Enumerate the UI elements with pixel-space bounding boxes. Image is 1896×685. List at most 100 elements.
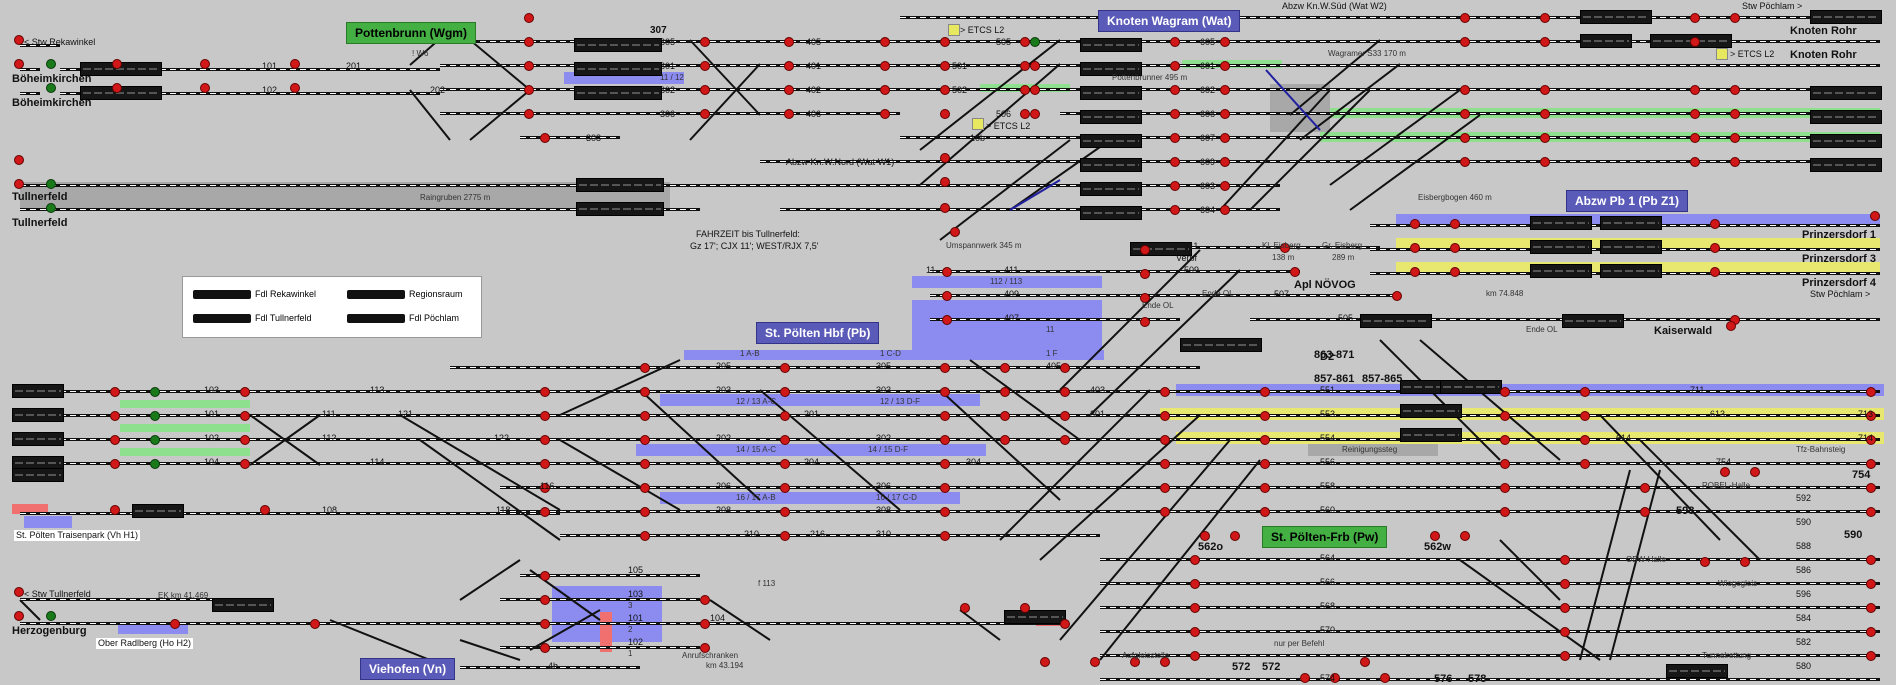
track-segment[interactable] — [1060, 136, 1880, 139]
signal-red[interactable] — [1380, 673, 1390, 683]
signal-red[interactable] — [540, 595, 550, 605]
signal-red[interactable] — [640, 531, 650, 541]
track-segment[interactable] — [1140, 270, 1300, 273]
signal-red[interactable] — [1690, 157, 1700, 167]
signal-red[interactable] — [540, 133, 550, 143]
signal-red[interactable] — [112, 83, 122, 93]
signal-red[interactable] — [1330, 673, 1340, 683]
signal-red[interactable] — [1500, 387, 1510, 397]
signal-red[interactable] — [1160, 459, 1170, 469]
signal-red[interactable] — [1290, 267, 1300, 277]
signal-red[interactable] — [1866, 579, 1876, 589]
signal-red[interactable] — [1460, 531, 1470, 541]
track-segment[interactable] — [1140, 246, 1380, 249]
signal-red[interactable] — [940, 177, 950, 187]
track-segment[interactable] — [1100, 630, 1880, 633]
signal-red[interactable] — [940, 507, 950, 517]
signal-green[interactable] — [46, 83, 56, 93]
track-segment[interactable] — [440, 64, 900, 67]
signal-red[interactable] — [1690, 85, 1700, 95]
signal-red[interactable] — [1190, 627, 1200, 637]
signal-red[interactable] — [940, 109, 950, 119]
signal-red[interactable] — [1280, 243, 1290, 253]
track-segment[interactable] — [20, 390, 1880, 393]
signal-red[interactable] — [880, 37, 890, 47]
signal-red[interactable] — [942, 291, 952, 301]
signal-red[interactable] — [540, 411, 550, 421]
signal-red[interactable] — [1160, 507, 1170, 517]
signal-red[interactable] — [1430, 531, 1440, 541]
signal-red[interactable] — [1170, 133, 1180, 143]
signal-red[interactable] — [640, 363, 650, 373]
signal-red[interactable] — [942, 267, 952, 277]
signal-red[interactable] — [1730, 109, 1740, 119]
signal-red[interactable] — [240, 435, 250, 445]
signal-red[interactable] — [1360, 657, 1370, 667]
signal-red[interactable] — [1260, 435, 1270, 445]
signal-red[interactable] — [1866, 387, 1876, 397]
signal-green[interactable] — [150, 435, 160, 445]
track-segment[interactable] — [520, 574, 700, 577]
signal-red[interactable] — [14, 587, 24, 597]
signal-red[interactable] — [640, 411, 650, 421]
track-segment[interactable] — [440, 40, 900, 43]
track-segment[interactable] — [1100, 510, 1880, 513]
signal-red[interactable] — [1450, 219, 1460, 229]
signal-red[interactable] — [1160, 657, 1170, 667]
signal-red[interactable] — [1410, 219, 1420, 229]
signal-red[interactable] — [1000, 435, 1010, 445]
signal-red[interactable] — [700, 643, 710, 653]
signal-red[interactable] — [640, 435, 650, 445]
signal-red[interactable] — [1220, 61, 1230, 71]
signal-red[interactable] — [1090, 657, 1100, 667]
signal-red[interactable] — [942, 315, 952, 325]
signal-red[interactable] — [1640, 483, 1650, 493]
signal-red[interactable] — [1866, 483, 1876, 493]
signal-red[interactable] — [1140, 269, 1150, 279]
signal-red[interactable] — [1030, 109, 1040, 119]
signal-red[interactable] — [1740, 557, 1750, 567]
signal-red[interactable] — [640, 459, 650, 469]
track-segment[interactable] — [20, 462, 1880, 465]
signal-red[interactable] — [1866, 627, 1876, 637]
signal-red[interactable] — [1020, 109, 1030, 119]
signal-red[interactable] — [14, 155, 24, 165]
signal-red[interactable] — [524, 85, 534, 95]
signal-red[interactable] — [1060, 411, 1070, 421]
signal-red[interactable] — [1560, 555, 1570, 565]
signal-red[interactable] — [1540, 157, 1550, 167]
signal-red[interactable] — [1500, 483, 1510, 493]
signal-red[interactable] — [1170, 85, 1180, 95]
signal-red[interactable] — [940, 435, 950, 445]
signal-red[interactable] — [1710, 267, 1720, 277]
signal-red[interactable] — [940, 483, 950, 493]
signal-green[interactable] — [1030, 37, 1040, 47]
signal-red[interactable] — [14, 611, 24, 621]
signal-red[interactable] — [1020, 85, 1030, 95]
track-segment[interactable] — [1100, 582, 1880, 585]
signal-red[interactable] — [1690, 109, 1700, 119]
signal-red[interactable] — [524, 37, 534, 47]
track-segment[interactable] — [20, 208, 700, 211]
signal-red[interactable] — [880, 85, 890, 95]
signal-red[interactable] — [1720, 467, 1730, 477]
signal-red[interactable] — [1160, 435, 1170, 445]
track-segment[interactable] — [900, 64, 1880, 67]
signal-red[interactable] — [1300, 673, 1310, 683]
track-segment[interactable] — [560, 534, 1100, 537]
signal-red[interactable] — [700, 85, 710, 95]
signal-red[interactable] — [524, 13, 534, 23]
signal-red[interactable] — [1060, 619, 1070, 629]
signal-red[interactable] — [1730, 13, 1740, 23]
signal-red[interactable] — [940, 411, 950, 421]
signal-red[interactable] — [1170, 61, 1180, 71]
signal-red[interactable] — [1160, 411, 1170, 421]
track-segment[interactable] — [20, 414, 1880, 417]
track-segment[interactable] — [500, 510, 1200, 513]
signal-red[interactable] — [1140, 245, 1150, 255]
signal-red[interactable] — [1060, 387, 1070, 397]
signal-red[interactable] — [780, 411, 790, 421]
signal-red[interactable] — [1730, 85, 1740, 95]
signal-red[interactable] — [940, 387, 950, 397]
signal-red[interactable] — [1700, 557, 1710, 567]
